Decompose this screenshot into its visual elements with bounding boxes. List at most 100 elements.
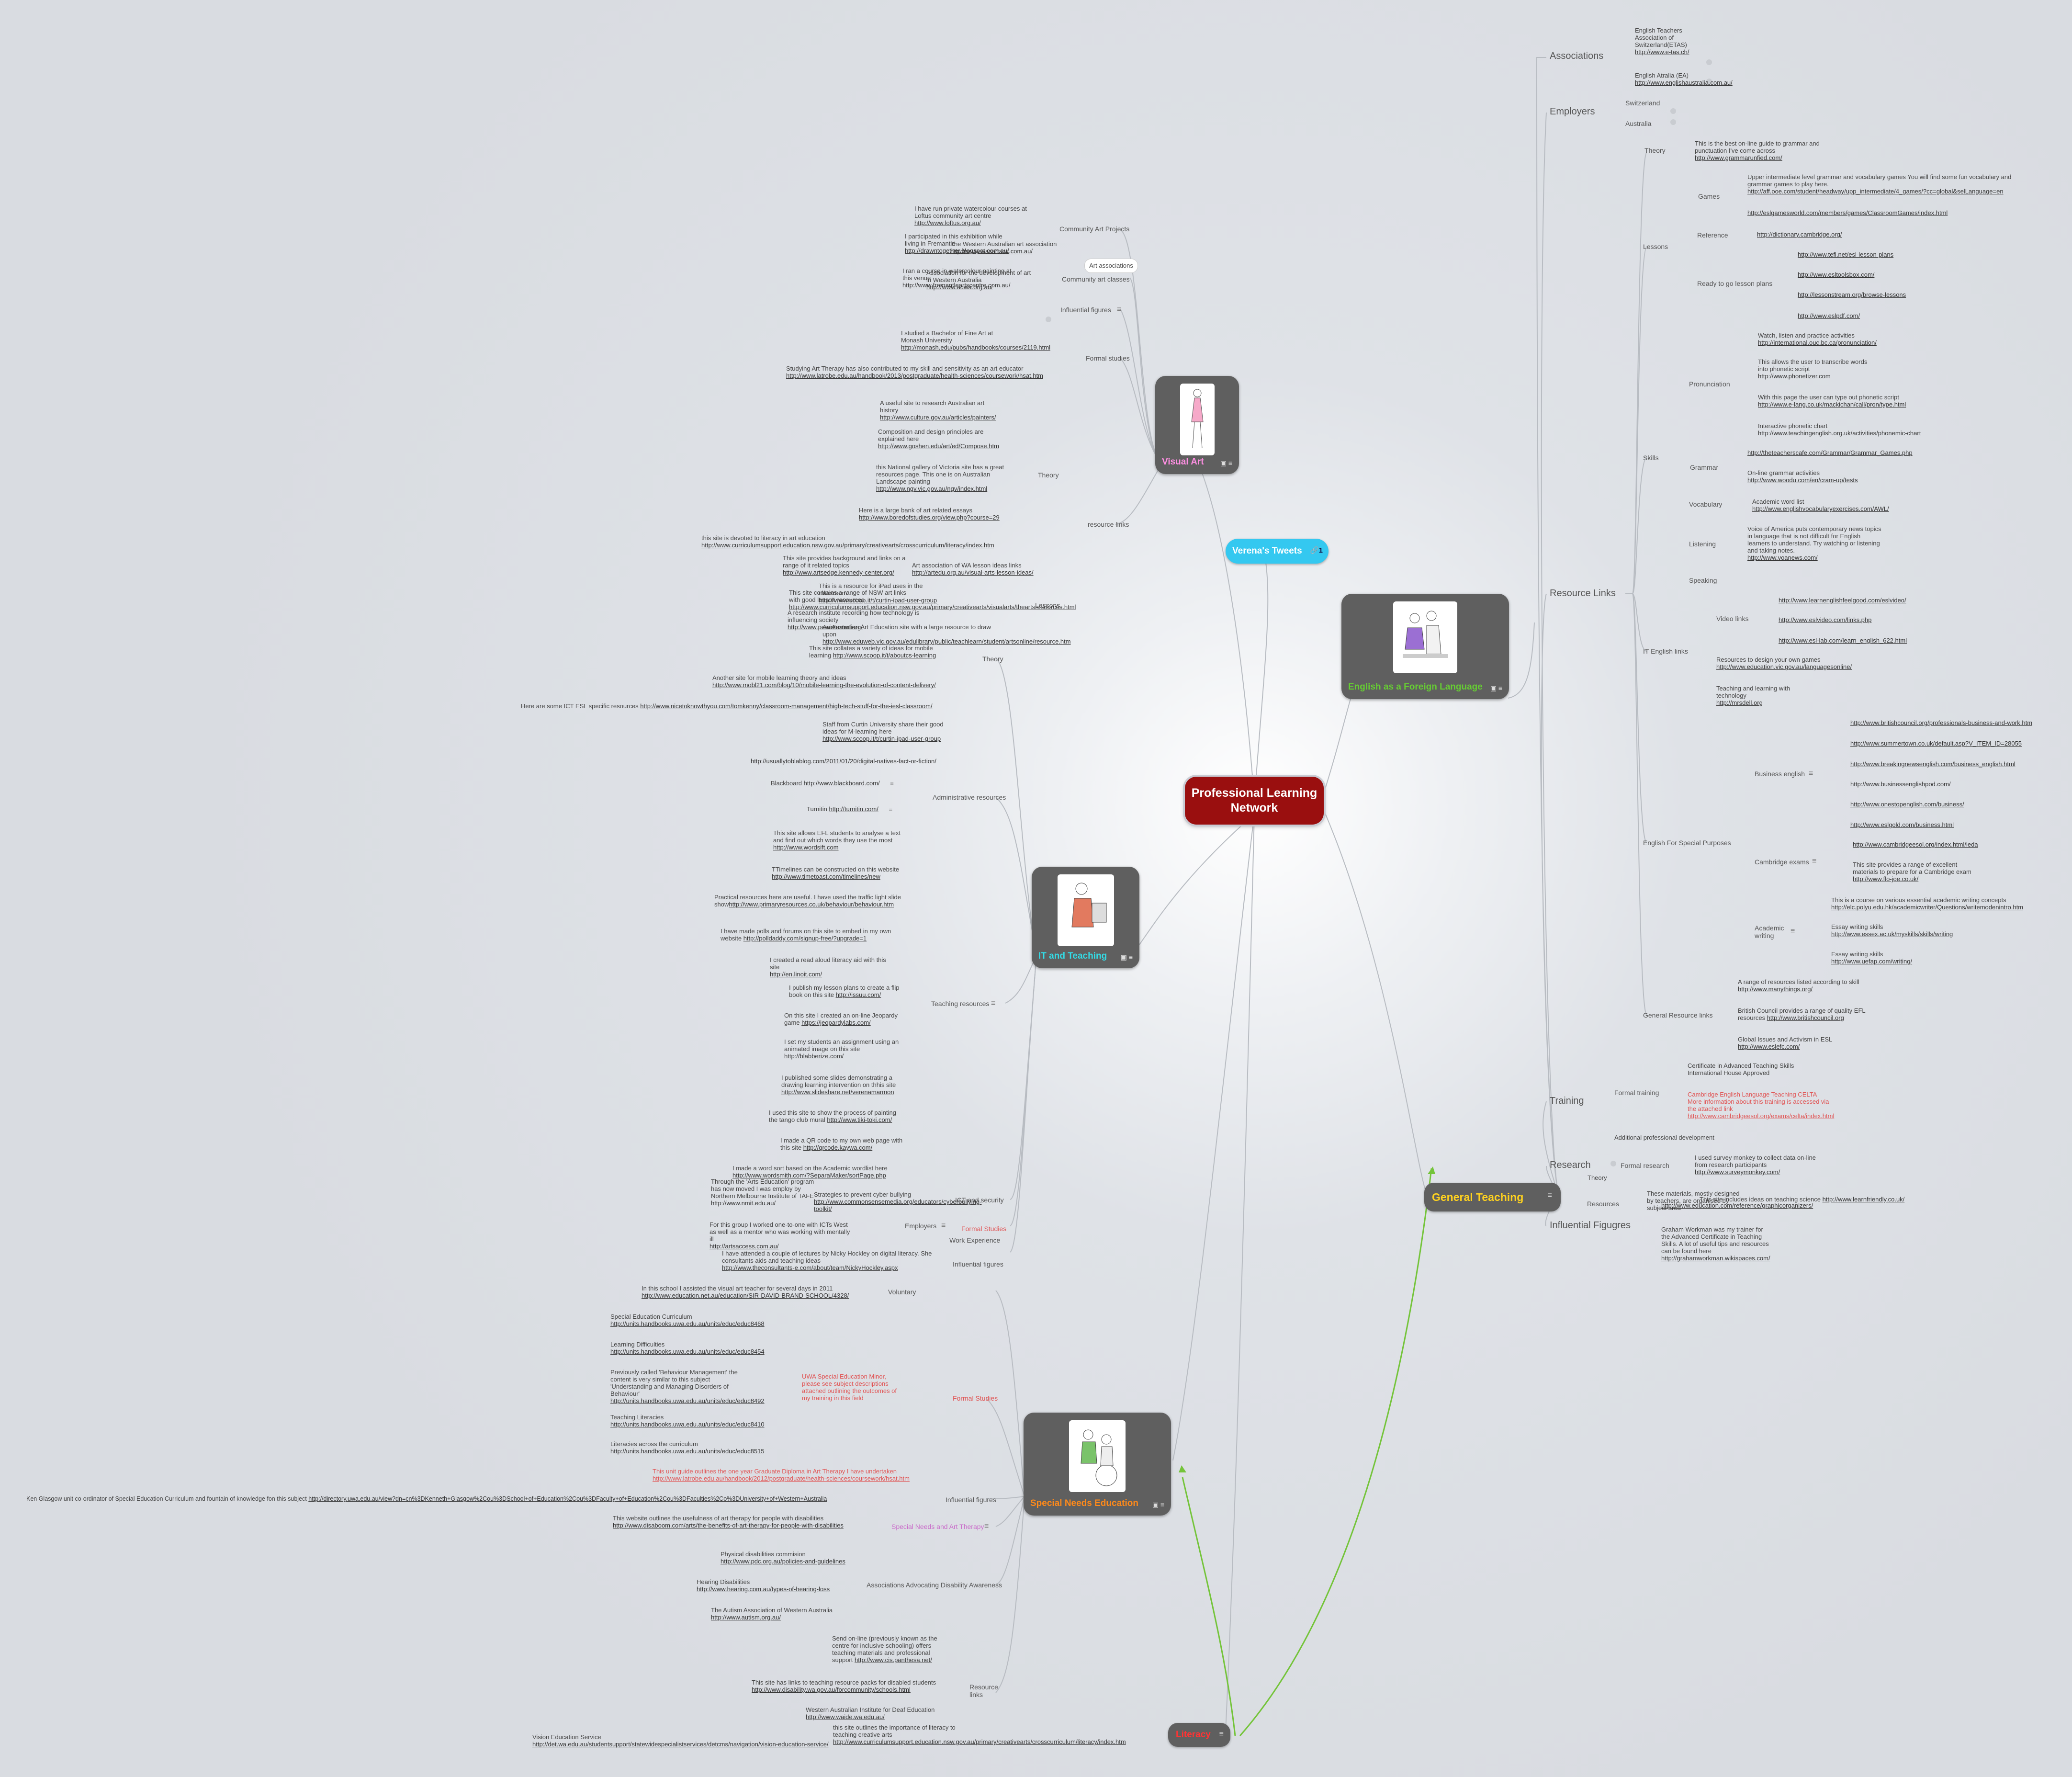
- hub-verenas-tweets[interactable]: Verena's Tweets 🔗1: [1226, 539, 1329, 564]
- a2-url[interactable]: http://www.hearing.com.au/types-of-heari…: [697, 1585, 830, 1593]
- note-icon[interactable]: ≡: [941, 1222, 946, 1230]
- games-item2[interactable]: http://eslgamesworld.com/members/games/C…: [1747, 209, 1948, 216]
- a3-url[interactable]: http://www.autism.org.au/: [711, 1614, 781, 1621]
- rl-skills[interactable]: Skills: [1643, 454, 1659, 462]
- teachtech-url[interactable]: http://mrsdell.org: [1716, 699, 1763, 706]
- pron4-url[interactable]: http://www.teachingenglish.org.uk/activi…: [1758, 430, 1921, 437]
- art-les4[interactable]: An Australian Art Education site with a …: [822, 623, 1071, 645]
- ea-url[interactable]: http://www.englishaustralia.com.au/: [1635, 79, 1733, 86]
- tr-item12[interactable]: I made a word sort based on the Academic…: [732, 1165, 888, 1179]
- employer-switzerland[interactable]: Switzerland: [1625, 99, 1660, 107]
- tr7-url[interactable]: https://jeopardylabs.com/: [801, 1019, 871, 1026]
- it-video-links[interactable]: Video links: [1716, 615, 1749, 623]
- rl-games[interactable]: Games: [1698, 192, 1720, 200]
- skills-speaking[interactable]: Speaking: [1689, 577, 1717, 584]
- les3-url[interactable]: http://www.curriculumsupport.education.n…: [789, 603, 1076, 611]
- tr-item2[interactable]: TTimelines can be constructed on this we…: [772, 866, 906, 880]
- sne-associations[interactable]: Associations Advocating Disability Aware…: [867, 1581, 1002, 1589]
- it-th7[interactable]: http://usuallytoblablog.com/2011/01/20/d…: [751, 758, 936, 765]
- tr-item11[interactable]: I made a QR code to my own web page with…: [780, 1137, 905, 1151]
- gen-item2[interactable]: British Council provides a range of qual…: [1738, 1007, 1867, 1021]
- general-resources[interactable]: Resources: [1587, 1200, 1619, 1208]
- tr-item1[interactable]: This site allows EFL students to analyse…: [773, 829, 902, 851]
- sne-snat[interactable]: Special Needs and Art Therapy: [891, 1523, 984, 1530]
- acad1-url[interactable]: http://elc.polyu.edu.hk/academicwriter/Q…: [1831, 904, 2024, 911]
- link-icon[interactable]: 🔗1: [1309, 546, 1323, 555]
- general-training[interactable]: Training: [1550, 1096, 1584, 1106]
- art-th3[interactable]: this National gallery of Victoria site h…: [876, 464, 1010, 492]
- tr-item6[interactable]: I publish my lesson plans to create a fl…: [789, 984, 904, 998]
- it-employers[interactable]: Employers: [905, 1222, 937, 1230]
- hub-efl[interactable]: English as a Foreign Language ▣ ≡: [1341, 594, 1509, 699]
- bus-item4[interactable]: http://www.businessenglishpod.com/: [1850, 781, 1951, 788]
- tr8-url[interactable]: http://blabberize.com/: [784, 1053, 844, 1060]
- ict1-url[interactable]: http://www.commonsensemedia.org/educator…: [814, 1198, 982, 1212]
- rl-ready[interactable]: Ready to go lesson plans: [1697, 280, 1773, 287]
- video-url1[interactable]: http://www.learnenglishfeelgood.com/eslv…: [1779, 597, 1906, 604]
- it-ict-security[interactable]: ICT and security: [955, 1196, 1004, 1204]
- video-item1[interactable]: http://www.learnenglishfeelgood.com/eslv…: [1779, 597, 1906, 604]
- ready-url4[interactable]: http://www.eslpdf.com/: [1798, 312, 1860, 319]
- it-blackboard[interactable]: Blackboard http://www.blackboard.com/ ≡: [771, 780, 894, 787]
- tr-item5[interactable]: I created a read aloud literacy aid with…: [770, 956, 894, 978]
- etas-url[interactable]: http://www.e-tas.ch/: [1635, 48, 1689, 56]
- r2-url[interactable]: http://www.disability.wa.gov.au/forcommu…: [752, 1686, 911, 1693]
- art-th2[interactable]: Composition and design principles are ex…: [878, 428, 999, 450]
- video-item3[interactable]: http://www.esl-lab.com/learn_english_622…: [1779, 637, 1907, 644]
- gen2-url[interactable]: http://www.britishcouncil.org: [1767, 1014, 1844, 1021]
- employer-australia[interactable]: Australia: [1625, 120, 1652, 127]
- vol1-url[interactable]: http://www.education.net.au/education/SI…: [642, 1292, 849, 1299]
- sne-ken[interactable]: Ken Glasgow unit co-ordinator of Special…: [26, 1495, 827, 1503]
- training-additional[interactable]: Additional professional development: [1614, 1134, 1714, 1141]
- it-th6-url[interactable]: http://www.scoop.it/t/curtin-ipad-user-g…: [822, 735, 941, 742]
- note-icon[interactable]: ≡: [984, 1522, 989, 1530]
- it-th2[interactable]: A research institute recording how techn…: [788, 609, 941, 631]
- tr11-url[interactable]: http://qrcode.kaywa.com/: [803, 1144, 873, 1151]
- tr2-url[interactable]: http://www.timetoast.com/timelines/new: [772, 873, 880, 880]
- pron1-url[interactable]: http://international.ouc.bc.ca/pronuncia…: [1758, 339, 1877, 346]
- it-th4-url[interactable]: http://www.mobl21.com/blog/10/mobile-lea…: [712, 681, 936, 689]
- games-item[interactable]: Upper intermediate level grammar and voc…: [1747, 173, 2016, 195]
- cert-item[interactable]: Certificate in Advanced Teaching Skills …: [1688, 1062, 1794, 1076]
- tr-item3[interactable]: Practical resources here are useful. I h…: [714, 894, 906, 908]
- art-th5[interactable]: this site is devoted to literacy in art …: [701, 534, 994, 549]
- f5-url[interactable]: http://units.handbooks.uwa.edu.au/units/…: [610, 1448, 765, 1455]
- gen3-url[interactable]: http://www.eslefc.com/: [1738, 1043, 1800, 1050]
- games-url2[interactable]: http://eslgamesworld.com/members/games/C…: [1747, 209, 1948, 216]
- class1-url[interactable]: http://www.fremantleartscentre.com.au/: [902, 282, 1011, 289]
- snat1-url[interactable]: http://www.disaboom.com/arts/the-benefit…: [613, 1522, 844, 1529]
- pron-item2[interactable]: This allows the user to transcribe words…: [1758, 358, 1875, 380]
- ready-item4[interactable]: http://www.eslpdf.com/: [1798, 312, 1860, 319]
- art-associations-node[interactable]: Art associations: [1084, 259, 1138, 273]
- tr1-url[interactable]: http://www.wordsift.com: [773, 844, 839, 851]
- th3-url[interactable]: http://www.ngv.vic.gov.au/ngv/index.html: [876, 485, 988, 492]
- we1-url[interactable]: http://artsaccess.com.au/: [709, 1243, 779, 1250]
- sne-r2[interactable]: This site has links to teaching resource…: [752, 1679, 936, 1693]
- art-th1[interactable]: A useful site to research Australian art…: [880, 399, 1004, 421]
- a1-url[interactable]: http://www.pdc.org.au/policies-and-guide…: [721, 1558, 845, 1565]
- bus-url1[interactable]: http://www.britishcouncil.org/profession…: [1850, 719, 2033, 726]
- res-item1-url[interactable]: http://www.education.com/reference/graph…: [1661, 1202, 1813, 1209]
- image-icon[interactable]: ▣ ≡: [1120, 953, 1133, 961]
- hub-visual-art[interactable]: Visual Art ▣ ≡: [1155, 376, 1239, 474]
- image-icon[interactable]: ▣ ≡: [1490, 684, 1502, 692]
- it-admin[interactable]: Administrative resources: [933, 793, 1006, 801]
- r1-url[interactable]: http://www.cis.panthesa.net/: [855, 1656, 932, 1664]
- video-url2[interactable]: http://www.eslvideo.com/links.php: [1779, 616, 1872, 623]
- ready-url3[interactable]: http://lessonstream.org/browse-lessons: [1798, 291, 1906, 298]
- tr-item7[interactable]: On this site I created an on-line Jeopar…: [784, 1012, 909, 1026]
- ready-item1[interactable]: http://www.tefl.net/esl-lesson-plans: [1798, 251, 1893, 258]
- art-formal2[interactable]: Studying Art Therapy has also contribute…: [786, 365, 1054, 379]
- it-th3[interactable]: This site collates a variety of ideas fo…: [809, 645, 953, 659]
- bus-item5[interactable]: http://www.onestopenglish.com/business/: [1850, 801, 1964, 808]
- pron-item3[interactable]: With this page the user can type out pho…: [1758, 394, 1911, 408]
- f2-url[interactable]: http://units.handbooks.uwa.edu.au/units/…: [610, 1348, 765, 1355]
- bus-url6[interactable]: http://www.eslgold.com/business.html: [1850, 821, 1954, 828]
- bus-item1[interactable]: http://www.britishcouncil.org/profession…: [1850, 719, 2032, 726]
- sne-voluntary[interactable]: Voluntary: [888, 1288, 916, 1296]
